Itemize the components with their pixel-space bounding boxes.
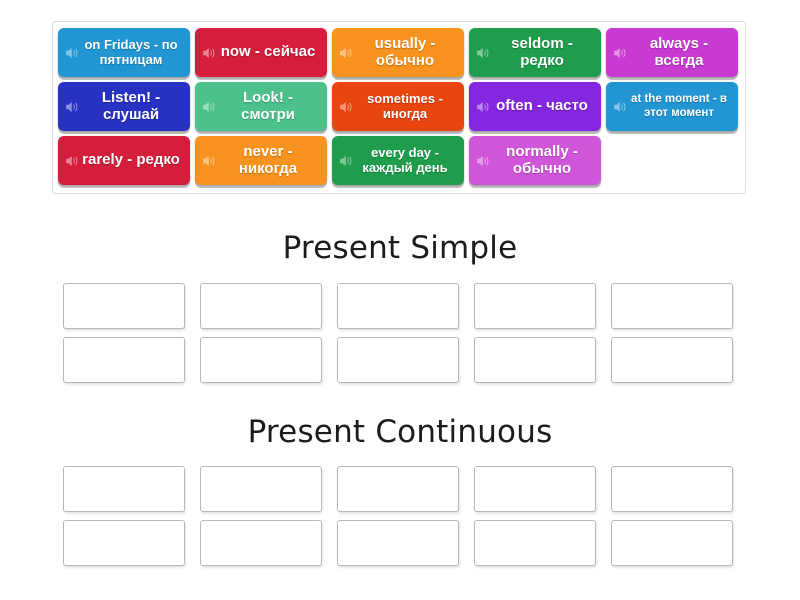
dropzone-row	[63, 520, 735, 566]
word-tile[interactable]: usually - обычно	[332, 28, 464, 77]
word-tile-label: often - часто	[496, 97, 588, 115]
word-tile-label: rarely - редко	[82, 151, 180, 169]
dropzone-slot[interactable]	[200, 337, 322, 383]
word-tile-label: seldom - редко	[511, 34, 573, 69]
dropzone-slot[interactable]	[474, 283, 596, 329]
word-tile[interactable]: rarely - редко	[58, 136, 190, 185]
dropzone-slot[interactable]	[611, 520, 733, 566]
dropzone-slot[interactable]	[63, 337, 185, 383]
dropzone-row	[63, 283, 735, 329]
word-tile-label: normally - обычно	[506, 142, 578, 177]
word-tile[interactable]: often - часто	[469, 82, 601, 131]
word-tile[interactable]: always - всегда	[606, 28, 738, 77]
dropzone-slot[interactable]	[474, 520, 596, 566]
dropzone-grid-present-simple	[63, 283, 735, 383]
word-tile-label: now - сейчас	[220, 43, 316, 61]
word-tile-label: never - никогда	[238, 142, 298, 177]
word-tile[interactable]: Look! - смотри	[195, 82, 327, 131]
word-tile-label: usually - обычно	[374, 34, 436, 69]
dropzone-slot[interactable]	[200, 520, 322, 566]
dropzone-row	[63, 466, 735, 512]
dropzone-slot[interactable]	[337, 466, 459, 512]
word-tile[interactable]: on Fridays - по пятницам	[58, 28, 190, 77]
word-tile[interactable]: seldom - редко	[469, 28, 601, 77]
word-bank-row: on Fridays - по пятницам now - сейчас usua…	[58, 28, 740, 78]
word-tile[interactable]: Listen! - слушай	[58, 82, 190, 131]
dropzone-slot[interactable]	[63, 283, 185, 329]
dropzone-grid-present-continuous	[63, 466, 735, 566]
dropzone-slot[interactable]	[611, 283, 733, 329]
dropzone-slot[interactable]	[63, 520, 185, 566]
word-bank-row: Listen! - слушай Look! - смотри sometimes …	[58, 82, 740, 132]
dropzone-slot[interactable]	[337, 283, 459, 329]
word-bank-container: on Fridays - по пятницам now - сейчас usua…	[52, 21, 746, 194]
dropzone-row	[63, 337, 735, 383]
word-tile-label: always - всегда	[649, 34, 709, 69]
dropzone-slot[interactable]	[611, 466, 733, 512]
word-tile[interactable]: every day - каждый день	[332, 136, 464, 185]
dropzone-slot[interactable]	[474, 337, 596, 383]
dropzone-slot[interactable]	[611, 337, 733, 383]
word-tile-label: Look! - смотри	[241, 88, 295, 123]
dropzone-slot[interactable]	[337, 337, 459, 383]
word-tile[interactable]: at the moment - в этот момент	[606, 82, 738, 131]
word-tile[interactable]: never - никогда	[195, 136, 327, 185]
dropzone-slot[interactable]	[63, 466, 185, 512]
word-tile-label: every day - каждый день	[362, 144, 448, 175]
word-tile-label: sometimes - иногда	[367, 90, 443, 121]
dropzone-slot[interactable]	[337, 520, 459, 566]
word-bank-row: rarely - редко never - никогда every day -…	[58, 136, 740, 186]
category-title-present-simple: Present Simple	[282, 230, 518, 266]
dropzone-slot[interactable]	[200, 466, 322, 512]
word-tile-placeholder	[606, 136, 738, 185]
word-tile-label: at the moment - в этот момент	[631, 92, 727, 119]
word-tile[interactable]: normally - обычно	[469, 136, 601, 185]
word-tile[interactable]: sometimes - иногда	[332, 82, 464, 131]
dropzone-slot[interactable]	[474, 466, 596, 512]
dropzone-slot[interactable]	[200, 283, 322, 329]
word-tile-label: Listen! - слушай	[101, 88, 161, 123]
word-tile-label: on Fridays - по пятницам	[84, 36, 178, 67]
word-tile[interactable]: now - сейчас	[195, 28, 327, 77]
category-title-present-continuous: Present Continuous	[247, 414, 553, 450]
